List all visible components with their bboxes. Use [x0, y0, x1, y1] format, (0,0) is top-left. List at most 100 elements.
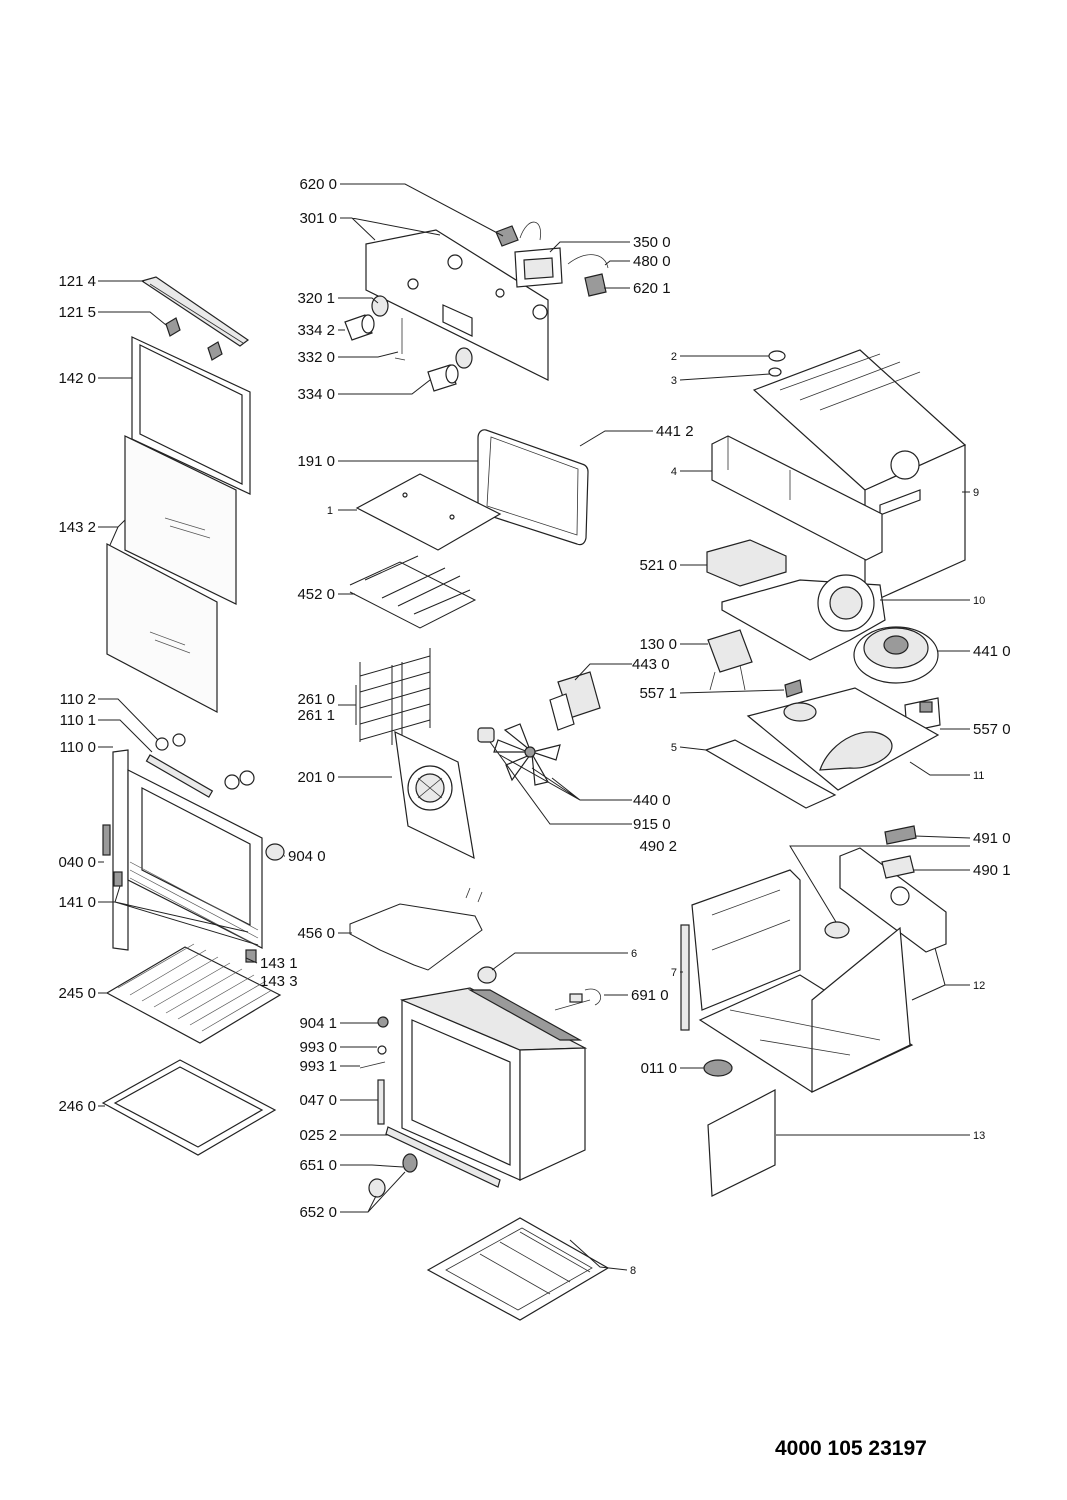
rear-panel-13	[707, 1089, 776, 1197]
lower-heating-element	[349, 887, 483, 971]
label-4: 4	[671, 466, 677, 478]
wire-shelf	[105, 943, 282, 1044]
label-332-0: 332 0	[297, 349, 335, 366]
label-245-0: 245 0	[58, 985, 96, 1002]
top-heating-element	[349, 555, 477, 629]
label-441-2: 441 2	[656, 423, 694, 440]
baking-tray	[101, 1059, 277, 1156]
label-261-1: 261 1	[297, 707, 335, 724]
label-1: 1	[327, 505, 333, 517]
thermostat-557-1	[784, 679, 803, 698]
label-047-0: 047 0	[299, 1092, 337, 1109]
door-glass-panes	[106, 435, 237, 713]
oven-bottom-tray-8	[426, 1217, 610, 1321]
selector-switch-620-0	[495, 221, 542, 247]
grommet-2	[768, 350, 786, 362]
front-strip-5	[704, 739, 837, 809]
label-652-0: 652 0	[299, 1204, 337, 1221]
label-011-0: 011 0	[641, 1060, 677, 1077]
label-993-1: 993 1	[299, 1058, 337, 1075]
door-handle-knob-904	[265, 843, 285, 861]
label-6: 6	[631, 948, 637, 960]
label-246-0: 246 0	[58, 1098, 96, 1115]
electronic-board-521	[706, 539, 787, 587]
convection-fan-blade	[493, 723, 561, 786]
label-12: 12	[973, 980, 985, 992]
document-number: 4000 105 23197	[775, 1437, 927, 1460]
small-fixings	[359, 1016, 501, 1198]
oven-cavity	[399, 987, 588, 1181]
top-panel-9	[752, 349, 967, 606]
label-334-2: 334 2	[297, 322, 335, 339]
label-13: 13	[973, 1130, 985, 1142]
label-557-1: 557 1	[639, 685, 677, 702]
door-hinge-clips	[165, 317, 223, 361]
label-441-0: 441 0	[973, 643, 1011, 660]
hinge-washers	[145, 733, 255, 798]
label-521-0: 521 0	[639, 557, 677, 574]
label-8: 8	[630, 1265, 636, 1277]
cooling-fan-duct-10	[721, 574, 886, 661]
outer-door-assembly	[102, 749, 263, 963]
label-025-2: 025 2	[299, 1127, 337, 1144]
fan-motor-443	[549, 671, 601, 731]
label-201-0: 201 0	[297, 769, 335, 786]
label-11: 11	[973, 770, 984, 782]
label-301-0: 301 0	[299, 210, 337, 227]
label-121-5: 121 5	[58, 304, 96, 321]
probe-socket-691	[554, 988, 602, 1011]
control-panel	[365, 229, 549, 381]
label-10: 10	[973, 595, 985, 607]
support-bracket-4	[711, 435, 883, 561]
label-915-0: 915 0	[633, 816, 671, 833]
lamp-cover-6	[477, 966, 497, 984]
label-141-0: 141 0	[58, 894, 96, 911]
fan-nut-915	[477, 727, 495, 743]
bottom-fixing-011	[703, 1059, 733, 1077]
label-620-0: 620 0	[299, 176, 337, 193]
label-904-0: 904 0	[288, 848, 326, 865]
label-993-0: 993 0	[299, 1039, 337, 1056]
label-691-0: 691 0	[631, 987, 669, 1004]
outer-casing-12	[691, 869, 914, 1093]
label-620-1: 620 1	[633, 280, 671, 297]
label-110-2: 110 2	[60, 691, 96, 708]
label-143-3: 143 3	[260, 973, 298, 990]
tangential-fan-441	[853, 626, 939, 684]
programmer-display-350	[514, 247, 563, 288]
label-651-0: 651 0	[299, 1157, 337, 1174]
motor-130	[707, 629, 753, 691]
label-452-0: 452 0	[297, 586, 335, 603]
label-040-0: 040 0	[58, 854, 96, 871]
cavity-top-panel-11	[746, 687, 940, 791]
oven-top-cover-plate	[355, 473, 502, 551]
label-440-0: 440 0	[633, 792, 671, 809]
part-labels: 620 0 301 0 320 1 334 2 332 0 334 0 191 …	[58, 176, 1010, 1277]
back-panel-490	[839, 847, 947, 953]
label-490-2: 490 2	[639, 838, 677, 855]
label-191-0: 191 0	[297, 453, 335, 470]
side-rack-rails	[359, 648, 431, 745]
switch-620-1	[584, 273, 607, 297]
label-490-1: 490 1	[973, 862, 1011, 879]
label-142-0: 142 0	[58, 370, 96, 387]
fan-cover-back-panel	[394, 730, 475, 860]
side-strip-7	[680, 924, 690, 1031]
label-456-0: 456 0	[297, 925, 335, 942]
label-557-0: 557 0	[973, 721, 1011, 738]
connector-491	[884, 825, 917, 845]
label-2: 2	[671, 351, 677, 363]
label-334-0: 334 0	[297, 386, 335, 403]
leader-lines	[98, 183, 971, 1271]
washer-3	[768, 367, 782, 377]
label-443-0: 443 0	[632, 656, 670, 673]
label-3: 3	[671, 375, 677, 387]
label-143-2: 143 2	[58, 519, 96, 536]
door-top-profile	[140, 276, 250, 347]
label-320-1: 320 1	[297, 290, 335, 307]
label-350-0: 350 0	[633, 234, 671, 251]
label-121-4: 121 4	[58, 273, 96, 290]
label-130-0: 130 0	[639, 636, 677, 653]
label-110-0: 110 0	[60, 739, 96, 756]
